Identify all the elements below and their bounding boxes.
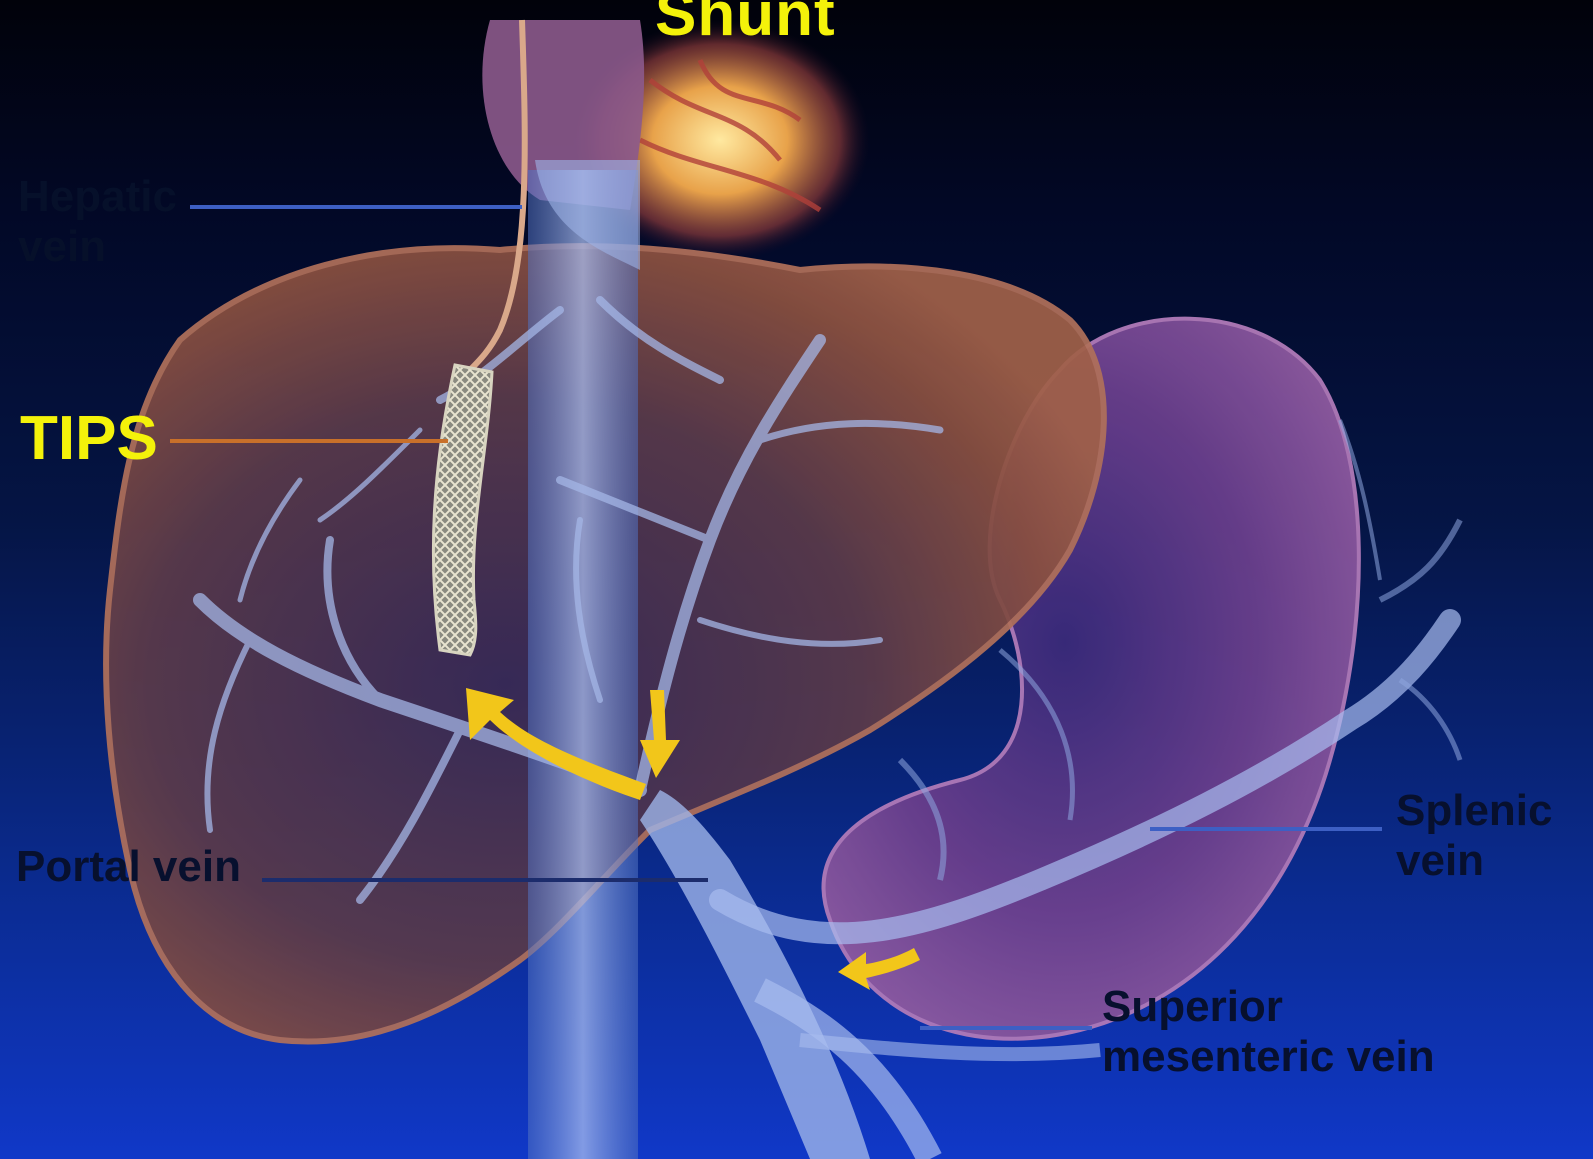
- label-splenic-vein: Splenic vein: [1396, 786, 1566, 886]
- diagram-title: Shunt: [655, 0, 836, 46]
- label-superior-mesenteric-vein: Superior mesenteric vein: [1102, 982, 1482, 1082]
- label-hepatic-vein: Hepatic vein: [18, 172, 188, 272]
- label-tips: TIPS: [20, 408, 158, 470]
- label-portal-vein: Portal vein: [16, 842, 241, 892]
